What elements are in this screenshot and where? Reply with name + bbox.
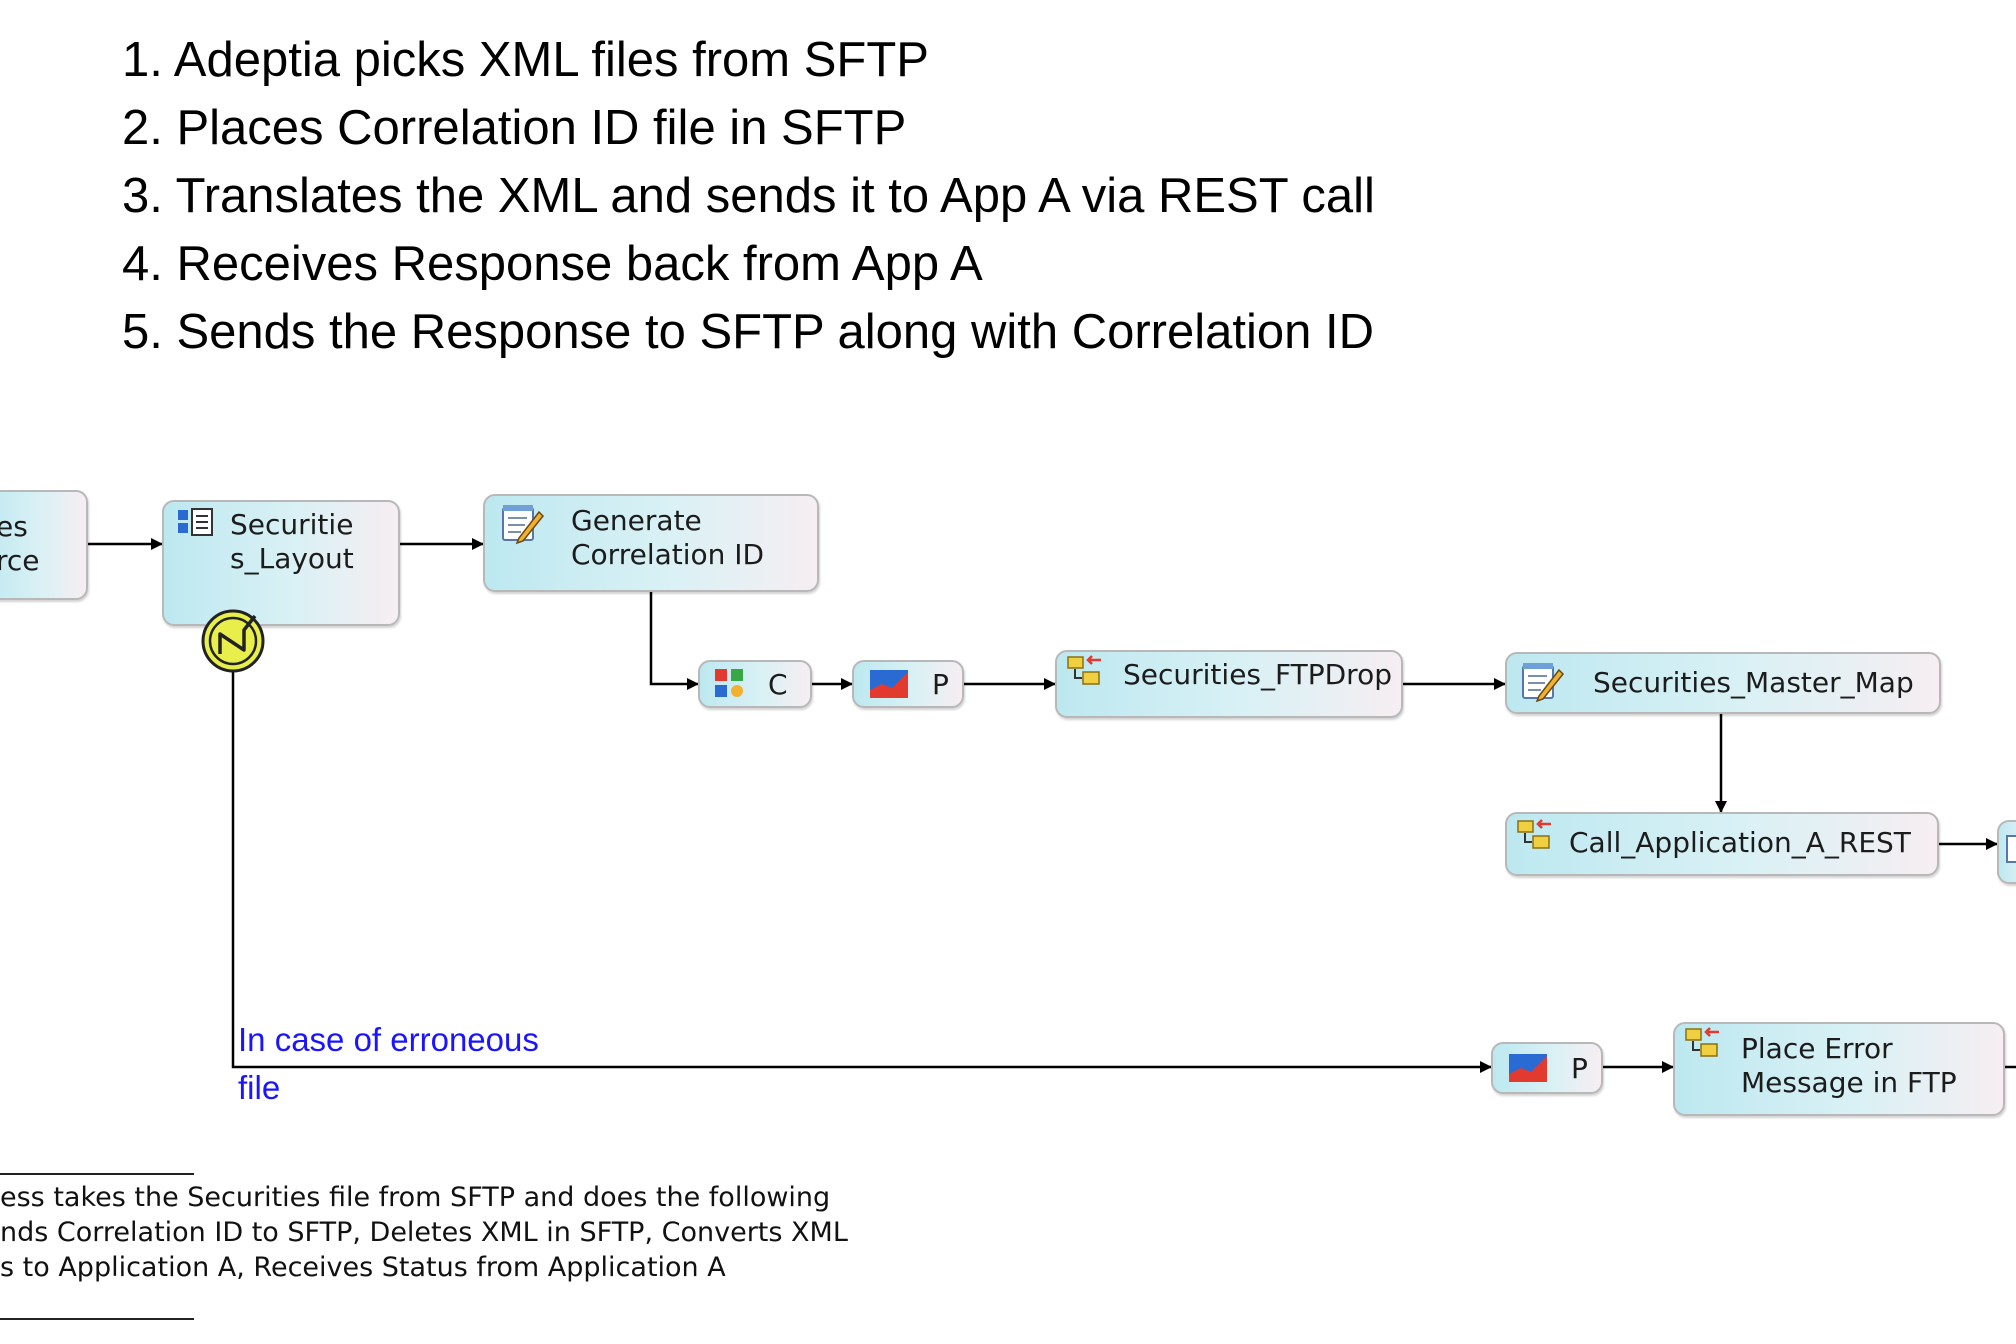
node-source[interactable]: es rce	[0, 490, 88, 600]
step-2: 2. Places Correlation ID file in SFTP	[122, 101, 907, 155]
node-securities-master-map-label: Securities_Master_Map	[1593, 666, 1914, 699]
step-list: 1. Adeptia picks XML files from SFTP 2. …	[122, 26, 1375, 366]
description-bottom-rule	[0, 1318, 194, 1320]
error-event-icon[interactable]	[200, 608, 266, 674]
description-top-rule	[0, 1173, 194, 1175]
node-c[interactable]: C	[698, 660, 812, 708]
chart-icon-2	[1507, 1050, 1551, 1086]
notepad-pencil-icon	[499, 500, 545, 546]
node-securities-layout[interactable]: Securitie s_Layout	[162, 500, 400, 626]
node-p-1[interactable]: P	[852, 660, 964, 708]
node-securities-master-map[interactable]: Securities_Master_Map	[1505, 652, 1941, 714]
notepad-pencil-icon-2	[1519, 658, 1565, 704]
node-securities-ftpdrop-label: Securities_FTPDrop	[1123, 658, 1392, 691]
node-call-application-a-rest[interactable]: Call_Application_A_REST	[1505, 812, 1939, 876]
node-generate-correlation-id-label: Generate Correlation ID	[571, 504, 765, 571]
connector-error-path	[231, 672, 1492, 1073]
node-p-2[interactable]: P	[1491, 1042, 1603, 1094]
node-p-2-label: P	[1571, 1052, 1588, 1085]
folder-transfer-icon	[1065, 652, 1105, 692]
node-place-error-message-label: Place Error Message in FTP	[1741, 1032, 1957, 1099]
connector-generate-c	[649, 592, 699, 690]
step-5: 5. Sends the Response to SFTP along with…	[122, 305, 1374, 359]
process-description: ess takes the Securities file from SFTP …	[0, 1182, 848, 1283]
step-3: 3. Translates the XML and sends it to Ap…	[122, 169, 1375, 223]
error-note-line-2: file	[238, 1069, 281, 1106]
error-note-line-1: In case of erroneous	[238, 1021, 539, 1058]
node-p-1-label: P	[932, 668, 949, 701]
node-next-partial[interactable]	[1997, 820, 2016, 884]
component-grid-icon	[712, 666, 748, 702]
node-securities-layout-label: Securitie s_Layout	[230, 508, 354, 575]
node-place-error-message[interactable]: Place Error Message in FTP	[1673, 1022, 2005, 1116]
layout-icon	[176, 506, 216, 546]
node-c-label: C	[768, 668, 788, 701]
step-4: 4. Receives Response back from App A	[122, 237, 983, 291]
folder-transfer-icon-3	[1683, 1024, 1723, 1064]
node-generate-correlation-id[interactable]: Generate Correlation ID	[483, 494, 819, 592]
node-source-label: es rce	[0, 510, 40, 577]
node-securities-ftpdrop[interactable]: Securities_FTPDrop	[1055, 650, 1403, 718]
step-1: 1. Adeptia picks XML files from SFTP	[122, 33, 929, 87]
chart-icon	[868, 666, 912, 702]
folder-transfer-icon-2	[1515, 816, 1555, 856]
notepad-icon	[2005, 834, 2016, 864]
node-call-application-a-rest-label: Call_Application_A_REST	[1569, 826, 1911, 859]
